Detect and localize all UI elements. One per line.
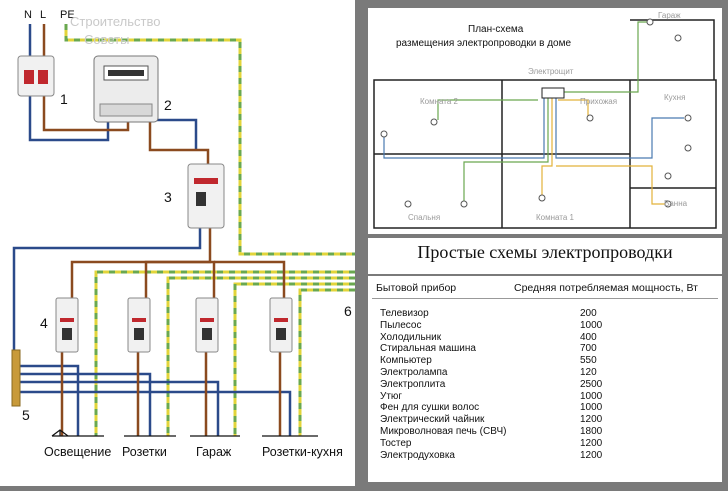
table-row: Электрический чайник 1200 xyxy=(380,414,710,426)
main-breaker xyxy=(17,55,55,97)
device-power: 550 xyxy=(580,355,597,367)
device-power: 1000 xyxy=(580,390,603,402)
terminal-label-pe: PE xyxy=(60,9,75,21)
device-power: 1800 xyxy=(580,425,603,437)
component-number-6: 6 xyxy=(344,303,352,319)
device-power: 2500 xyxy=(580,378,603,390)
watermark-line1: Строительство xyxy=(70,14,160,29)
circuit-label-garage: Гараж xyxy=(196,445,232,459)
device-name: Фен для сушки волос xyxy=(380,402,480,414)
wiring-diagram: N L PE Строительство Советы 1 2 3 xyxy=(11,9,355,459)
terminal-label-l: L xyxy=(40,9,46,21)
room-label-kitchen: Кухня xyxy=(664,93,685,102)
table-row: Стиральная машина 700 xyxy=(380,343,710,355)
component-number-1: 1 xyxy=(60,91,68,107)
device-power: 1000 xyxy=(580,319,603,331)
device-power: 700 xyxy=(580,343,597,355)
device-power: 400 xyxy=(580,331,597,343)
neutral-bus-bar xyxy=(11,349,21,407)
plan-title-line1: План-схема xyxy=(468,24,524,35)
device-name: Компьютер xyxy=(380,355,432,367)
table-row: Холодильник 400 xyxy=(380,332,710,344)
component-number-5: 5 xyxy=(22,407,30,423)
table-row: Компьютер 550 xyxy=(380,355,710,367)
terminal-label-n: N xyxy=(24,9,32,21)
device-power: 1000 xyxy=(580,402,603,414)
room-label-room1: Комната 1 xyxy=(536,213,575,222)
component-number-2: 2 xyxy=(164,97,172,113)
device-name: Пылесос xyxy=(380,319,422,331)
circuit-label-kitchen-sockets: Розетки-кухня xyxy=(262,445,343,459)
appliance-power-table: Бытовой прибор Средняя потребляемая мощн… xyxy=(368,276,722,482)
table-row: Пылесос 1000 xyxy=(380,320,710,332)
plan-title-line2: размещения электропроводки в доме xyxy=(396,38,571,49)
circuit-breaker-2 xyxy=(127,297,151,353)
house-plan: План-схема размещения электропроводки в … xyxy=(373,11,717,229)
house-plan-panel: План-схема размещения электропроводки в … xyxy=(368,8,722,234)
device-name: Телевизор xyxy=(380,308,429,319)
table-row: Электролампа 120 xyxy=(380,367,710,379)
device-name: Утюг xyxy=(380,390,403,402)
circuit-breaker-1 xyxy=(55,297,79,353)
circuit-label-sockets: Розетки xyxy=(122,445,167,459)
plan-walls xyxy=(373,19,717,229)
circuit-label-lighting: Освещение xyxy=(44,445,111,459)
device-name: Электролампа xyxy=(380,366,448,378)
table-divider xyxy=(372,298,718,299)
page-heading: Простые схемы электропроводки xyxy=(417,242,673,262)
device-power: 1200 xyxy=(580,449,603,461)
room-label-bath: Ванна xyxy=(664,199,688,208)
device-name: Электроплита xyxy=(380,378,446,390)
component-number-4: 4 xyxy=(40,315,48,331)
device-power: 1200 xyxy=(580,414,603,426)
phase-wires xyxy=(42,24,286,436)
room-label-hallway: Прихожая xyxy=(580,97,617,106)
device-power: 1200 xyxy=(580,437,603,449)
plan-fixtures xyxy=(380,18,692,208)
circuit-breaker-3 xyxy=(195,297,219,353)
table-row: Электроплита 2500 xyxy=(380,379,710,391)
device-name: Холодильник xyxy=(380,331,442,343)
circuit-breaker-4 xyxy=(269,297,293,353)
room-label-room2: Комната 2 xyxy=(420,97,459,106)
device-name: Электрический чайник xyxy=(380,414,485,426)
rcd-device xyxy=(187,163,225,229)
watermark-line2: Советы xyxy=(84,32,129,47)
table-header-power: Средняя потребляемая мощность, Вт xyxy=(514,282,698,294)
heading-band: Простые схемы электропроводки xyxy=(368,238,722,274)
device-name: Микроволновая печь (СВЧ) xyxy=(380,425,507,437)
room-label-bedroom: Спальня xyxy=(408,213,440,222)
circuit-brackets xyxy=(51,429,318,437)
table-row: Микроволновая печь (СВЧ) 1800 xyxy=(380,426,710,438)
table-row: Тостер 1200 xyxy=(380,438,710,450)
table-row: Фен для сушки волос 1000 xyxy=(380,402,710,414)
component-number-3: 3 xyxy=(164,189,172,205)
device-power: 120 xyxy=(580,366,597,378)
room-label-garage: Гараж xyxy=(658,11,681,20)
electrical-panel xyxy=(541,87,565,99)
wiring-diagram-panel: N L PE Строительство Советы 1 2 3 xyxy=(0,0,355,486)
table-header-device: Бытовой прибор xyxy=(376,282,457,294)
plan-wires xyxy=(383,21,684,205)
device-name: Тостер xyxy=(380,437,412,449)
table-row: Телевизор 200 xyxy=(380,308,710,320)
room-label-panel: Электрощит xyxy=(528,67,574,76)
device-power: 200 xyxy=(580,308,597,319)
device-name: Стиральная машина xyxy=(380,343,476,355)
electricity-meter xyxy=(93,55,159,123)
table-row: Утюг 1000 xyxy=(380,391,710,403)
table-row: Электродуховка 1200 xyxy=(380,450,710,462)
device-name: Электродуховка xyxy=(380,449,455,461)
